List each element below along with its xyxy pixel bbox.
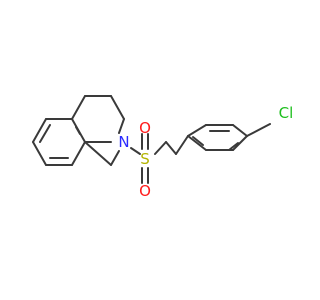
chlorine-label: Cl: [279, 104, 294, 122]
oxygen-bottom-label: O: [139, 182, 151, 200]
sulfonyl-linker: [130, 133, 177, 184]
isoquinoline-benzene-ring: [32, 118, 86, 166]
molecule-structure: N S O O Cl: [32, 95, 294, 200]
sulfur-label: S: [140, 150, 150, 168]
nitrogen-label: N: [118, 133, 129, 151]
oxygen-top-label: O: [139, 119, 151, 137]
tetrahydro-ring: [71, 95, 125, 166]
chlorophenyl-ring: [175, 123, 271, 155]
